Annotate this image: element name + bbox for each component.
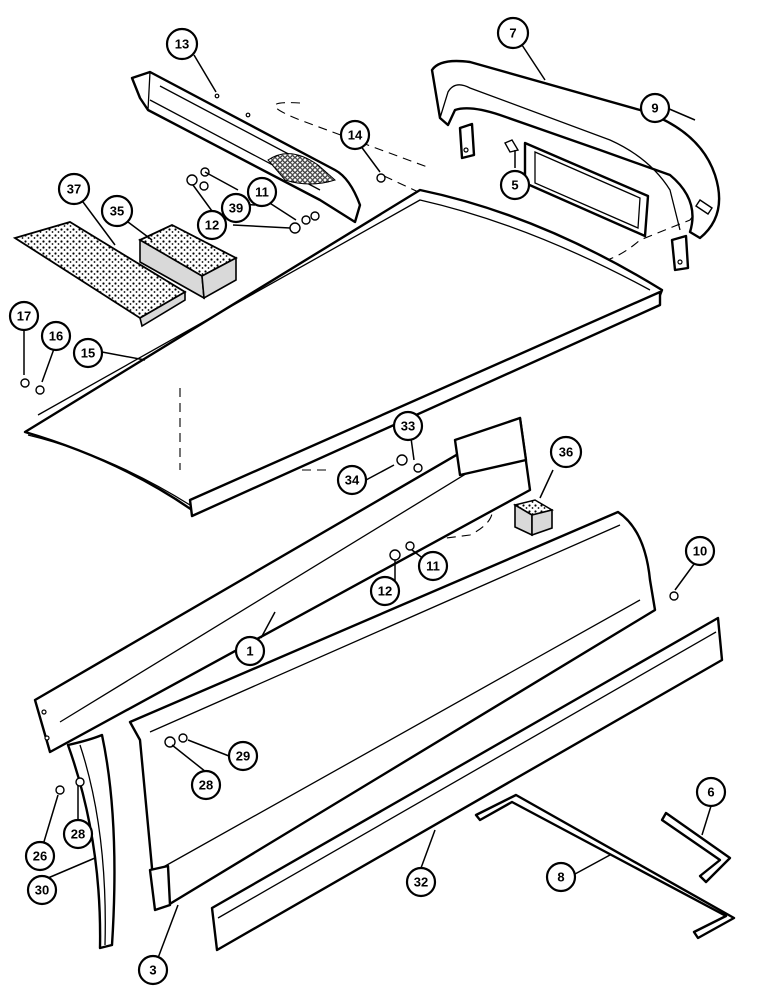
svg-text:26: 26 <box>33 849 47 864</box>
svg-text:28: 28 <box>71 827 85 842</box>
part-32-bottom-strip <box>210 616 724 952</box>
callout-37: 37 <box>57 172 91 206</box>
callout-14: 14 <box>339 119 371 151</box>
svg-text:14: 14 <box>348 128 363 143</box>
part-6-lrod <box>660 811 732 884</box>
callout-6: 6 <box>695 776 727 808</box>
callout-9: 9 <box>639 92 671 124</box>
svg-text:6: 6 <box>707 785 714 800</box>
part-15-hood-panel <box>23 188 664 518</box>
svg-text:29: 29 <box>236 749 250 764</box>
svg-text:28: 28 <box>199 778 213 793</box>
part-7-rear-cowl <box>430 59 721 272</box>
svg-text:36: 36 <box>559 445 573 460</box>
callout-15: 15 <box>72 337 104 369</box>
svg-text:30: 30 <box>35 883 49 898</box>
part-3-side-panel <box>128 510 657 912</box>
callout-1: 1 <box>234 635 266 667</box>
svg-text:33: 33 <box>401 419 415 434</box>
callout-30: 30 <box>26 874 58 906</box>
callout-26: 26 <box>24 840 56 872</box>
svg-text:9: 9 <box>651 101 658 116</box>
callout-8: 8 <box>545 861 577 893</box>
part-1-side-rail <box>33 416 532 754</box>
part-36-foam-cube <box>513 499 554 537</box>
svg-text:16: 16 <box>49 329 63 344</box>
svg-text:3: 3 <box>149 963 156 978</box>
svg-text:11: 11 <box>426 559 440 574</box>
svg-text:12: 12 <box>205 218 219 233</box>
callout-39: 39 <box>220 192 252 224</box>
callout-10: 10 <box>684 535 716 567</box>
part-13-top-cover <box>130 70 362 224</box>
svg-text:34: 34 <box>345 473 360 488</box>
callout-12-top: 12 <box>196 209 228 241</box>
part-37-foam-strip <box>12 221 187 328</box>
callout-32: 32 <box>405 866 437 898</box>
callout-28-right: 28 <box>190 769 222 801</box>
svg-text:11: 11 <box>255 185 269 200</box>
svg-text:1: 1 <box>246 644 253 659</box>
callout-13: 13 <box>165 27 199 61</box>
hardware-fasteners <box>20 139 713 795</box>
callout-12-mid: 12 <box>369 575 401 607</box>
svg-text:39: 39 <box>229 201 243 216</box>
part-8-rod <box>474 793 736 940</box>
svg-text:5: 5 <box>511 178 518 193</box>
svg-text:13: 13 <box>175 37 189 52</box>
svg-text:10: 10 <box>693 544 707 559</box>
callout-11-top: 11 <box>246 176 278 208</box>
svg-text:15: 15 <box>81 346 95 361</box>
callout-5: 5 <box>499 169 531 201</box>
svg-text:37: 37 <box>67 182 81 197</box>
svg-text:8: 8 <box>557 870 564 885</box>
callout-36: 36 <box>549 435 583 469</box>
svg-text:12: 12 <box>378 584 392 599</box>
part-35-foam-block <box>138 223 238 300</box>
callout-34: 34 <box>336 464 368 496</box>
callout-35: 35 <box>100 194 134 228</box>
callout-7: 7 <box>496 16 530 50</box>
callout-11-mid: 11 <box>417 550 449 582</box>
callout-33: 33 <box>392 410 424 442</box>
callout-28-left: 28 <box>62 818 94 850</box>
callout-3: 3 <box>137 954 169 986</box>
svg-text:35: 35 <box>110 204 124 219</box>
callout-16: 16 <box>40 320 72 352</box>
svg-text:7: 7 <box>509 26 516 41</box>
svg-text:17: 17 <box>17 309 31 324</box>
callout-17: 17 <box>8 300 40 332</box>
svg-text:32: 32 <box>414 875 428 890</box>
callout-29: 29 <box>227 740 259 772</box>
